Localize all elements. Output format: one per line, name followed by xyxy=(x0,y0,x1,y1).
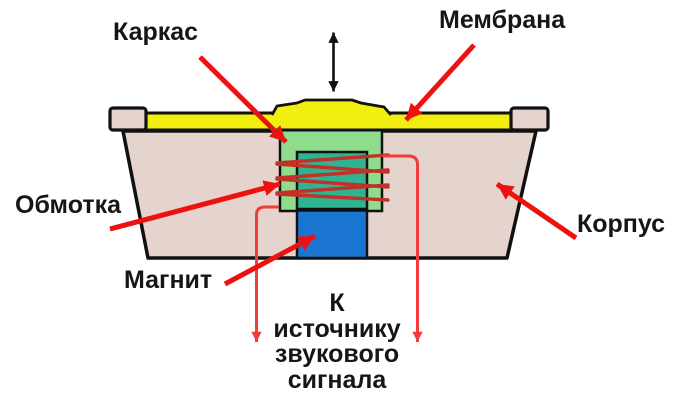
signal-source-line-4: сигнала xyxy=(287,365,387,394)
lead-wire-right xyxy=(383,154,423,342)
membrane-dome xyxy=(270,98,393,116)
coil-winding-wires xyxy=(275,153,390,202)
signal-source-line-1: К xyxy=(329,289,345,317)
membrana-arrow xyxy=(404,43,476,122)
karkas-arrow xyxy=(198,55,288,144)
magnet xyxy=(295,209,369,260)
membrane-strip xyxy=(143,111,513,132)
membrana-label: Мембрана xyxy=(439,6,566,34)
korpus-arrow xyxy=(495,181,578,241)
lead-wire-left xyxy=(251,205,279,342)
left-rim-block xyxy=(108,106,148,132)
signal-source-line-3: звукового xyxy=(274,340,400,368)
karkas-label: Каркас xyxy=(113,18,199,46)
korpus-label: Корпус xyxy=(577,210,666,238)
magnit-arrow xyxy=(223,233,317,287)
signal-source-line-2: источнику xyxy=(273,314,401,343)
signal-source-label: К источнику звукового сигнала xyxy=(257,289,417,394)
obmotka-arrow xyxy=(109,180,281,232)
right-rim-block xyxy=(509,106,550,132)
obmotka-label: Обмотка xyxy=(15,191,122,219)
magnit-label: Магнит xyxy=(124,266,213,294)
